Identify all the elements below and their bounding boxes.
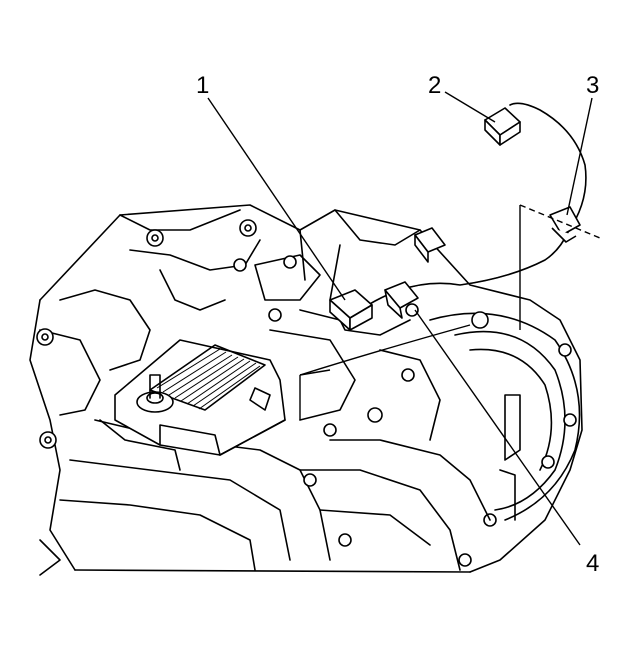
connector-2 bbox=[484, 107, 521, 146]
oil-pan bbox=[39, 407, 491, 576]
control-module bbox=[99, 339, 286, 471]
bell-housing bbox=[429, 311, 581, 567]
leader-lines bbox=[207, 91, 593, 546]
leader-2 bbox=[444, 91, 496, 123]
connector-4 bbox=[384, 281, 419, 319]
bolt bbox=[471, 311, 489, 329]
housing-bolts bbox=[36, 219, 415, 449]
leader-4 bbox=[414, 309, 581, 546]
callout-1: 1 bbox=[196, 72, 209, 99]
callouts: 1 2 3 4 bbox=[196, 72, 599, 577]
connector-1 bbox=[329, 289, 373, 331]
leader-3 bbox=[566, 97, 593, 216]
wiring-harness bbox=[329, 102, 587, 331]
callout-3: 3 bbox=[586, 72, 599, 99]
sensor-connector bbox=[414, 227, 446, 263]
harness-clip-3 bbox=[549, 206, 581, 243]
transmission-housing bbox=[29, 204, 583, 573]
callout-2: 2 bbox=[428, 72, 441, 99]
reference-lines bbox=[299, 204, 601, 420]
cooling-fins bbox=[156, 348, 261, 410]
leader-1 bbox=[207, 97, 346, 301]
callout-4: 4 bbox=[586, 550, 599, 577]
